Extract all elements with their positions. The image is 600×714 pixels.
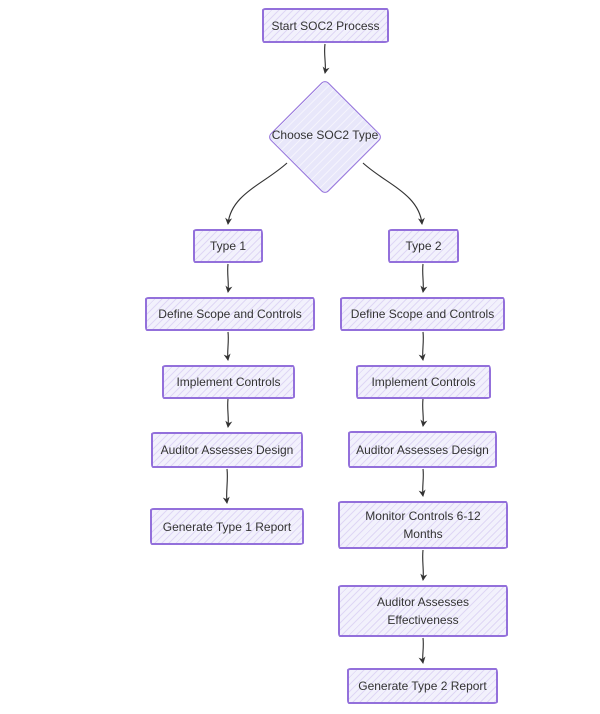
node-type-2: Type 2 [388, 229, 459, 263]
node-define-scope-controls-type2: Define Scope and Controls [340, 297, 505, 331]
edge-r-monitor-to-r-effect [420, 549, 428, 581]
node-label: Type 2 [405, 239, 442, 253]
edge-r-effect-to-r-generate [418, 637, 426, 664]
edge-start-to-choose [322, 43, 330, 74]
node-monitor-controls-6-12-months: Monitor Controls 6-12 Months [338, 501, 508, 549]
node-label: Auditor Assesses Design [356, 442, 489, 457]
edge-l-implement-to-l-auditor [225, 398, 233, 428]
edge-l-auditor-to-l-generate [222, 468, 230, 504]
node-implement-controls-type1: Implement Controls [162, 365, 295, 399]
node-label: Type 1 [209, 239, 247, 253]
node-label: Define Scope and Controls [158, 307, 302, 321]
edge-l-define-to-l-implement [223, 331, 231, 361]
node-label: Implement Controls [371, 375, 476, 389]
node-auditor-assesses-design-type2: Auditor Assesses Design [348, 431, 497, 468]
decision-label: Choose SOC2 Type [271, 128, 379, 142]
node-implement-controls-type2: Implement Controls [356, 365, 491, 399]
node-type-1: Type 1 [193, 229, 263, 263]
edge-r-auditor-to-r-monitor [418, 468, 426, 497]
edge-choose-to-type1 [225, 162, 288, 225]
node-label: Auditor Assesses Effectiveness [376, 595, 470, 627]
edge-type2-to-r-define [420, 263, 428, 293]
node-generate-type1-report: Generate Type 1 Report [150, 508, 304, 545]
node-label: Implement Controls [176, 375, 281, 389]
edge-r-define-to-r-implement [418, 331, 426, 361]
node-label: Define Scope and Controls [350, 307, 495, 321]
edge-r-implement-to-r-auditor [420, 398, 428, 427]
node-label: Generate Type 2 Report [358, 679, 487, 693]
node-start-soc2-process: Start SOC2 Process [262, 8, 389, 43]
edge-type1-to-l-define [225, 263, 233, 293]
node-label: Start SOC2 Process [271, 18, 380, 33]
node-generate-type2-report: Generate Type 2 Report [347, 668, 498, 704]
edge-choose-to-type2 [362, 162, 425, 225]
node-define-scope-controls-type1: Define Scope and Controls [145, 297, 315, 331]
node-auditor-assesses-effectiveness: Auditor Assesses Effectiveness [338, 585, 508, 637]
node-auditor-assesses-design-type1: Auditor Assesses Design [151, 432, 303, 468]
node-label: Monitor Controls 6-12 Months [365, 509, 481, 541]
node-label: Generate Type 1 Report [162, 519, 292, 534]
node-label: Auditor Assesses Design [160, 443, 294, 457]
